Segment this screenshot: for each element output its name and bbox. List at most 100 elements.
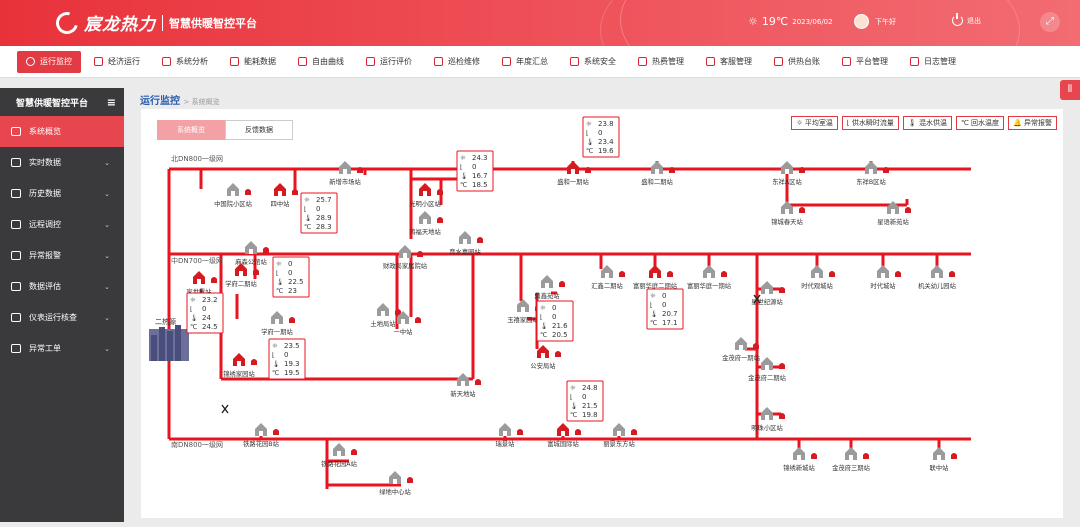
nav-label: 系统安全 <box>584 57 616 66</box>
station-door <box>655 169 659 174</box>
alarm-bell-icon <box>829 271 835 277</box>
tab-1[interactable]: 反馈数据 <box>225 120 293 140</box>
nav-item-9[interactable]: 热费管理 <box>629 51 693 73</box>
readout-icon: ☼ <box>650 292 656 300</box>
sidebar-item-label: 异常报警 <box>29 251 61 260</box>
nav-label: 日志管理 <box>924 57 956 66</box>
nav-item-4[interactable]: 自由曲线 <box>289 51 353 73</box>
station-label: 富丽华庭二期站 <box>633 281 678 290</box>
weather-widget: ☼ 19℃ 2023/06/02 <box>748 15 833 28</box>
nav-icon <box>230 57 239 66</box>
nav-item-0[interactable]: 运行监控 <box>17 50 81 73</box>
station-house-icon <box>193 271 205 284</box>
sidebar-item-1[interactable]: 实时数据⌄ <box>0 147 124 178</box>
readout-value: 18.5 <box>472 181 488 189</box>
nav-icon <box>298 57 307 66</box>
chevron-down-icon: ⌄ <box>104 251 110 260</box>
station-door <box>765 365 769 370</box>
station-label: 一中站 <box>394 327 414 336</box>
breadcrumb-current[interactable]: 运行监控 <box>140 96 180 107</box>
sidebar-item-0[interactable]: 系统概览 <box>0 116 124 147</box>
readout-value: 0 <box>284 351 288 359</box>
alarm-bell-icon <box>619 271 625 277</box>
hamburger-icon[interactable]: ≡ <box>106 95 116 109</box>
nav-item-6[interactable]: 巡检维修 <box>425 51 489 73</box>
nav-label: 热费管理 <box>652 57 684 66</box>
sidebar-item-4[interactable]: 异常报警 ⌄ <box>0 240 124 271</box>
legend-item-1: ⌊ 供水瞬时流量 <box>841 116 899 130</box>
nav-icon <box>366 57 375 66</box>
breadcrumb: 运行监控 > 系统概览 <box>140 92 220 107</box>
station-door <box>617 431 621 436</box>
nav-item-8[interactable]: 系统安全 <box>561 51 625 73</box>
readout-icon: 🌡 <box>460 172 468 180</box>
station-label: 金茂府三期站 <box>832 463 870 472</box>
readout-box <box>272 256 310 298</box>
chevron-down-icon: ⌄ <box>104 220 110 229</box>
sidebar-item-label: 异常工单 <box>29 344 61 353</box>
readout-icon: ℃ <box>540 331 547 339</box>
nav-item-10[interactable]: 客服管理 <box>697 51 761 73</box>
nav-item-2[interactable]: 系统分析 <box>153 51 217 73</box>
station-house-icon <box>887 201 899 214</box>
nav-item-13[interactable]: 日志管理 <box>901 51 965 73</box>
alarm-bell-icon <box>253 269 259 275</box>
fullscreen-icon[interactable]: ⤢ <box>1040 12 1060 32</box>
readout-value: 19.8 <box>582 411 598 419</box>
station-house-icon <box>339 161 351 174</box>
sidebar-item-label: 实时数据 <box>29 158 61 167</box>
alarm-bell-icon <box>407 477 413 483</box>
alarm-bell-icon <box>475 379 481 385</box>
readout-icon: ☼ <box>272 342 278 350</box>
nav-item-5[interactable]: 运行评价 <box>357 51 421 73</box>
nav-item-11[interactable]: 供热台账 <box>765 51 829 73</box>
readout-value: 0 <box>552 313 556 321</box>
station-label: 联中站 <box>930 463 950 472</box>
view-tabs: 系统概览反馈数据 <box>157 120 293 140</box>
nav-icon <box>570 57 579 66</box>
nav-item-12[interactable]: 平台管理 <box>833 51 897 73</box>
station-label: 学府一期站 <box>261 327 293 336</box>
panel-toggle-icon[interactable]: ⦀ <box>1060 80 1080 100</box>
station-label: 家世界站 <box>186 287 212 296</box>
station-house-icon <box>845 447 857 460</box>
nav-item-3[interactable]: 能耗数据 <box>221 51 285 73</box>
sidebar-item-3[interactable]: 远程调控⌄ <box>0 209 124 240</box>
station-door <box>337 451 341 456</box>
sidebar-item-icon <box>11 313 21 322</box>
station-door <box>239 271 243 276</box>
station-house-icon <box>377 303 389 316</box>
sidebar-item-icon <box>11 220 21 229</box>
station-house-icon <box>457 373 469 386</box>
sidebar-item-icon <box>11 189 21 198</box>
sidebar-item-7[interactable]: 异常工单⌄ <box>0 333 124 364</box>
readout-value: 0 <box>598 129 602 137</box>
avatar[interactable] <box>854 14 869 29</box>
sidebar-item-5[interactable]: 数据评估⌄ <box>0 271 124 302</box>
station-label: 富城国际站 <box>547 439 579 448</box>
sidebar-item-6[interactable]: 仪表运行核查⌄ <box>0 302 124 333</box>
station-label: 四中站 <box>271 199 291 208</box>
sidebar-item-2[interactable]: 历史数据⌄ <box>0 178 124 209</box>
tab-0[interactable]: 系统概览 <box>157 120 225 140</box>
station-door <box>739 345 743 350</box>
readout-icon: ℃ <box>190 323 197 331</box>
sidebar: 智慧供暖智控平台 ≡ 系统概览实时数据⌄历史数据⌄远程调控⌄异常报警⌄数据评估⌄… <box>0 88 124 522</box>
station-house-icon <box>781 201 793 214</box>
nav-item-1[interactable]: 经济运行 <box>85 51 149 73</box>
station-house-icon <box>761 357 773 370</box>
nav-icon <box>774 57 783 66</box>
readout-value: 16.7 <box>472 172 488 180</box>
readout-box <box>186 292 224 334</box>
nav-item-7[interactable]: 年度汇总 <box>493 51 557 73</box>
logout-button[interactable]: 退出 <box>952 13 981 26</box>
alarm-bell-icon <box>437 189 443 195</box>
nav-label: 系统分析 <box>176 57 208 66</box>
user-greeting[interactable]: 下午好 <box>854 14 896 29</box>
station-label: 锦城春天站 <box>771 217 803 226</box>
station-door <box>401 319 405 324</box>
station-house-icon <box>931 265 943 278</box>
station-label: 东祥A区站 <box>772 177 802 186</box>
station-house-icon <box>397 311 409 324</box>
station-label: 盛和一期站 <box>557 177 589 186</box>
